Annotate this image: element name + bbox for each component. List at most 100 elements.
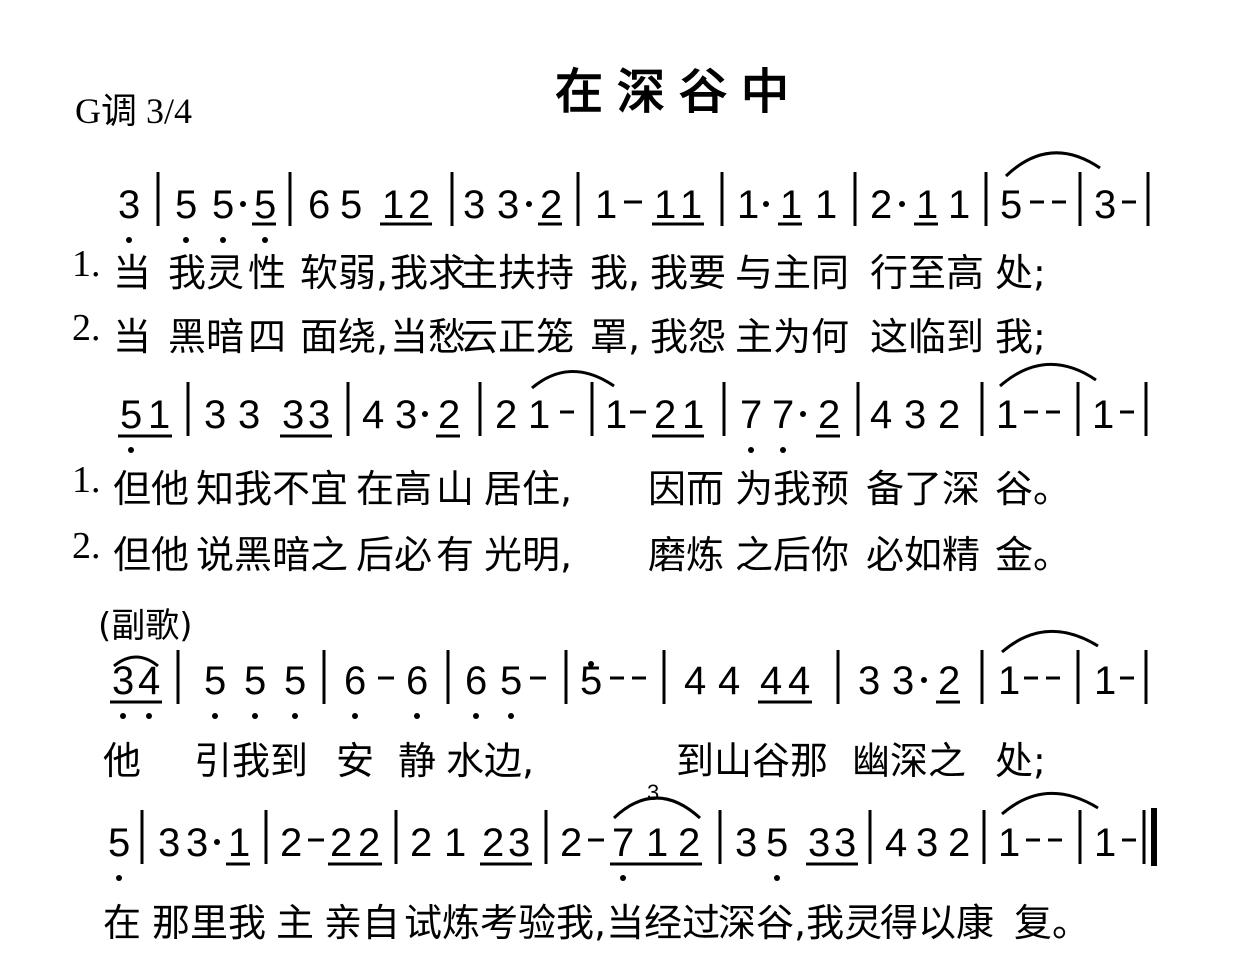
- lyric-segment: 说黑暗之: [196, 533, 349, 577]
- lyric-verse2-line1: 2. 当 黑暗 四 面绕, 当愁 云正笼 罩, 我怨 主为何 这临到 我;: [0, 306, 1238, 359]
- svg-text:1: 1: [605, 393, 627, 437]
- lyric-segment: 磨炼: [648, 533, 725, 577]
- svg-text:2: 2: [938, 393, 960, 437]
- svg-text:5: 5: [1000, 183, 1022, 227]
- svg-text:1: 1: [948, 183, 970, 227]
- svg-text:3: 3: [186, 821, 208, 865]
- lyric-segment: 但他: [113, 467, 190, 511]
- lyric-segment: 试炼考验: [404, 901, 557, 945]
- lyric-segment: 静: [398, 739, 437, 783]
- svg-text:1: 1: [382, 183, 404, 227]
- lyric-segment: 到山谷那: [676, 739, 829, 783]
- lyric-chorus-line2: 在 那里我 主 亲自 试炼考验 我,当经过 深谷,我灵 得以康 复。: [0, 892, 1238, 945]
- lyric-segment: 在高: [356, 467, 433, 511]
- lyric-segment: 但他: [113, 533, 190, 577]
- lyric-segment: 主为何: [735, 315, 850, 359]
- svg-text:6: 6: [308, 183, 330, 227]
- lyric-segment: 幽深之: [852, 739, 967, 783]
- svg-text:6: 6: [465, 659, 487, 703]
- lyric-segment: 处;: [995, 739, 1046, 783]
- song-title: 在深谷中: [555, 64, 804, 120]
- svg-text:1: 1: [996, 393, 1018, 437]
- svg-text:3: 3: [118, 183, 140, 227]
- svg-text:3: 3: [282, 393, 304, 437]
- lyric-segment: 光明,: [484, 533, 573, 577]
- svg-text:5: 5: [108, 821, 130, 865]
- svg-text:7: 7: [612, 821, 634, 865]
- svg-text:1: 1: [780, 183, 802, 227]
- lyric-segment: 必如精: [866, 533, 981, 577]
- lyric-segment: 软弱,: [300, 251, 389, 295]
- svg-text:3: 3: [834, 821, 856, 865]
- svg-text:3: 3: [158, 821, 180, 865]
- lyric-segment: 水边,: [446, 739, 535, 783]
- lyric-segment: 黑暗: [168, 315, 245, 359]
- svg-text:5: 5: [254, 183, 276, 227]
- svg-text:1: 1: [815, 183, 837, 227]
- svg-text:2: 2: [818, 393, 840, 437]
- lyric-segment: 金。: [995, 533, 1072, 577]
- lyric-segment: 四: [248, 315, 287, 359]
- lyric-segment: 谷。: [995, 467, 1072, 511]
- verse-number: 2.: [72, 307, 101, 349]
- svg-text:5: 5: [766, 821, 788, 865]
- svg-text:3: 3: [308, 393, 330, 437]
- svg-text:1: 1: [595, 183, 617, 227]
- lyric-segment: 我怨: [650, 315, 727, 359]
- svg-text:3: 3: [395, 393, 417, 437]
- verse-number: 2.: [72, 525, 101, 567]
- svg-text:7: 7: [740, 393, 762, 437]
- lyric-segment: 我;: [995, 315, 1046, 359]
- svg-text:1: 1: [654, 183, 676, 227]
- svg-text:5: 5: [500, 659, 522, 703]
- svg-text:6: 6: [344, 659, 366, 703]
- verse-number: 1.: [72, 243, 101, 285]
- svg-text:2: 2: [438, 393, 460, 437]
- svg-text:2: 2: [358, 821, 380, 865]
- svg-text:2: 2: [678, 821, 700, 865]
- lyric-segment: 我,: [590, 251, 641, 295]
- svg-text:2: 2: [408, 183, 430, 227]
- svg-text:1: 1: [1094, 821, 1116, 865]
- svg-text:4: 4: [760, 659, 782, 703]
- lyric-segment: 知我不宜: [196, 467, 349, 511]
- lyric-segment: 主扶持: [460, 251, 575, 295]
- lyric-segment: 居住,: [484, 467, 573, 511]
- lyric-segment: 行至高: [870, 251, 985, 295]
- svg-text:3: 3: [238, 393, 260, 437]
- svg-text:1: 1: [998, 821, 1020, 865]
- svg-text:1: 1: [998, 659, 1020, 703]
- svg-text:3: 3: [916, 821, 938, 865]
- svg-text:3: 3: [904, 393, 926, 437]
- key-signature: G调 3/4: [75, 91, 193, 131]
- lyric-segment: 在: [103, 901, 142, 945]
- lyric-segment: 云正笼: [460, 315, 575, 359]
- lyric-segment: 山: [436, 467, 475, 511]
- lyric-segment: 后必: [356, 533, 433, 577]
- svg-text:1: 1: [528, 393, 550, 437]
- svg-text:1: 1: [444, 821, 466, 865]
- svg-text:5: 5: [244, 659, 266, 703]
- lyric-segment: 我,当经过: [556, 901, 721, 945]
- svg-text:3: 3: [808, 821, 830, 865]
- svg-text:2: 2: [410, 821, 432, 865]
- lyric-verse1-line2: 1. 但他 知我不宜 在高 山 居住, 因而 为我预 备了深 谷。: [0, 458, 1238, 511]
- svg-text:7: 7: [772, 393, 794, 437]
- svg-text:3: 3: [497, 183, 519, 227]
- svg-text:1: 1: [646, 821, 668, 865]
- lyric-segment: 复。: [1014, 901, 1091, 945]
- svg-text:6: 6: [406, 659, 428, 703]
- lyric-segment: 备了深: [866, 467, 981, 511]
- svg-text:4: 4: [885, 821, 907, 865]
- lyric-segment: 主: [276, 901, 315, 945]
- svg-text:5: 5: [120, 393, 142, 437]
- lyric-segment: 处;: [995, 251, 1046, 295]
- lyric-segment: 当: [113, 315, 152, 359]
- svg-text:3: 3: [892, 659, 914, 703]
- lyric-segment: 性: [248, 251, 287, 295]
- svg-text:4: 4: [870, 393, 892, 437]
